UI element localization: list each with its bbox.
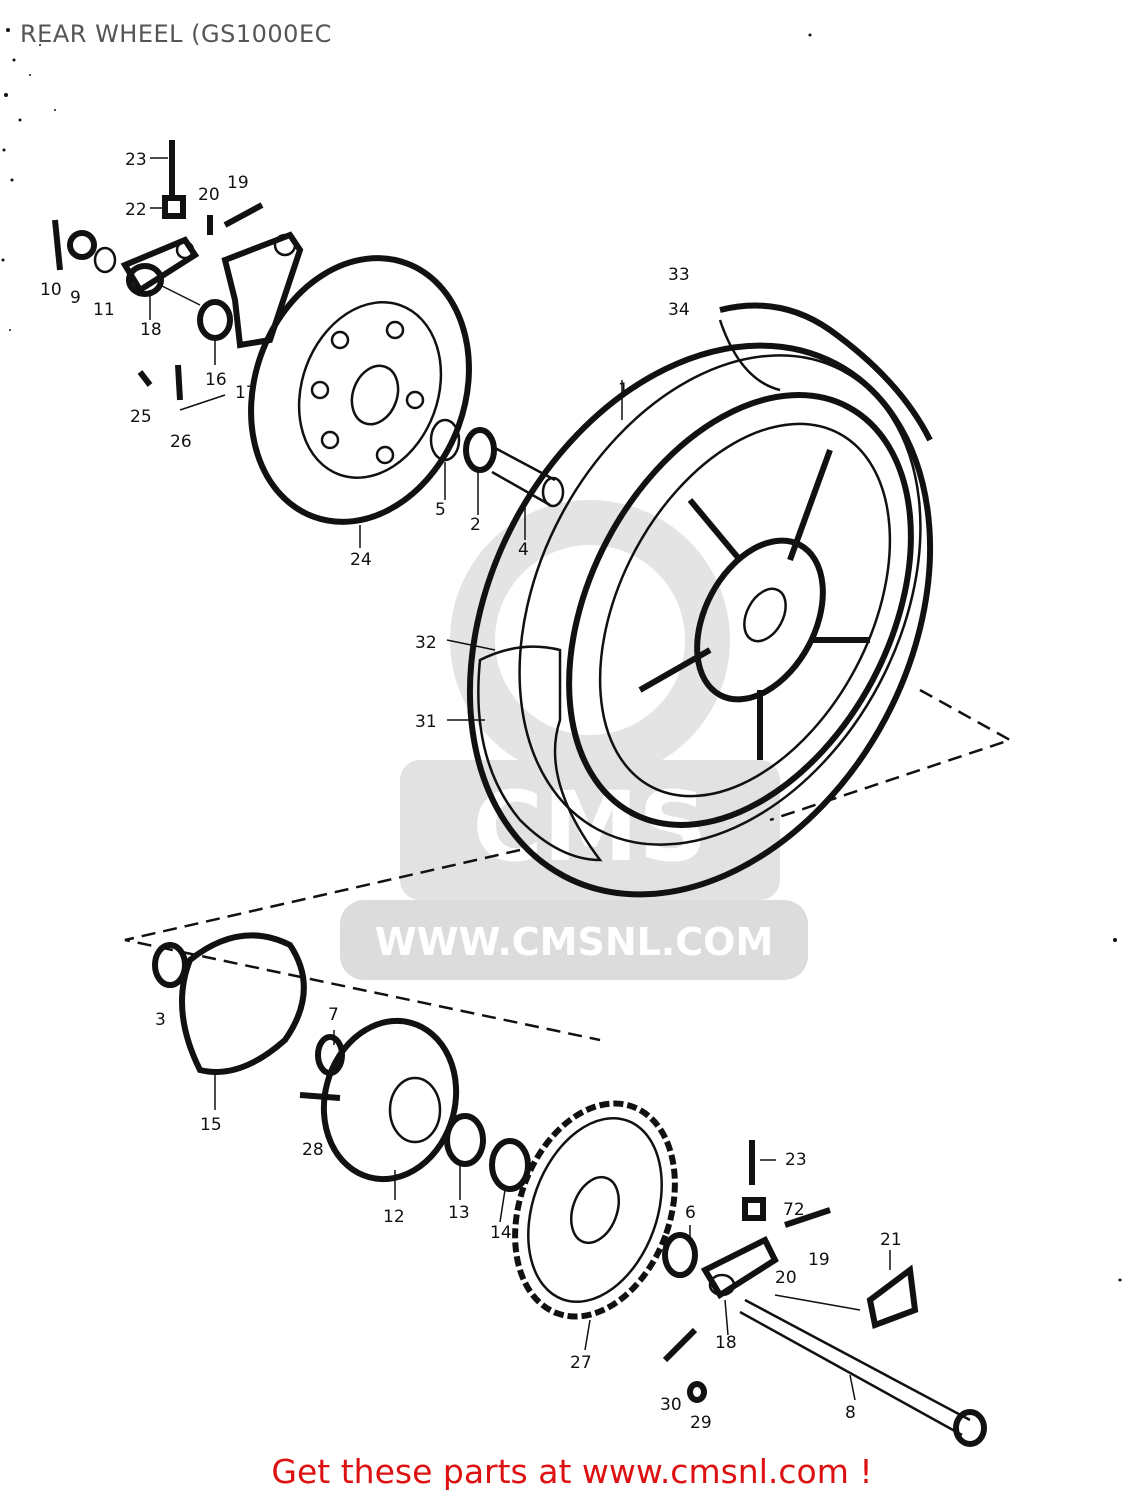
part-label: 14 — [490, 1223, 512, 1243]
part-label: 19 — [808, 1250, 830, 1270]
right-axle-drawing — [662, 1140, 987, 1447]
part-label: 6 — [685, 1203, 696, 1223]
part-label: 1 — [618, 380, 629, 400]
drive-parts-drawing — [152, 932, 531, 1192]
part-label: 11 — [93, 300, 115, 320]
part-label: 29 — [690, 1413, 712, 1433]
part-label: 20 — [775, 1268, 797, 1288]
part-label: 2 — [470, 515, 481, 535]
part-label: 32 — [415, 633, 437, 653]
watermark: CMS WWW.CMSNL.COM — [340, 500, 808, 980]
part-label: 31 — [415, 712, 437, 732]
footer-link-text: Get these parts at www.cmsnl.com ! — [271, 1452, 873, 1491]
part-label: 5 — [435, 500, 446, 520]
part-label: 18 — [140, 320, 162, 340]
part-label: 27 — [570, 1353, 592, 1373]
part-label: 10 — [40, 280, 62, 300]
part-label: 9 — [70, 288, 81, 308]
part-label: 24 — [350, 550, 372, 570]
part-label: 4 — [518, 540, 529, 560]
part-label: 28 — [302, 1140, 324, 1160]
part-label: 18 — [715, 1333, 737, 1353]
part-label: 72 — [783, 1200, 805, 1220]
part-label: 3 — [155, 1010, 166, 1030]
leader-lines — [149, 157, 891, 1401]
part-label: 23 — [785, 1150, 807, 1170]
part-labels: 23 22 20 19 10 9 11 18 16 17 25 26 24 5 … — [40, 150, 902, 1433]
rear-wheel-drawing — [124, 302, 1014, 1042]
part-label: 13 — [448, 1203, 470, 1223]
part-label: 22 — [125, 200, 147, 220]
part-label: 34 — [668, 300, 690, 320]
part-label: 33 — [668, 265, 690, 285]
part-label: 19 — [227, 173, 249, 193]
part-label: 21 — [880, 1230, 902, 1250]
part-label: 16 — [205, 370, 227, 390]
brake-disc-drawing — [248, 255, 472, 525]
part-label: 7 — [328, 1005, 339, 1025]
watermark-text: WWW.CMSNL.COM — [375, 920, 774, 964]
part-label: 8 — [845, 1403, 856, 1423]
caliper-bracket-drawing — [52, 140, 304, 401]
part-label: 30 — [660, 1395, 682, 1415]
part-label: 25 — [130, 407, 152, 427]
part-label: 17 — [235, 383, 257, 403]
part-label: 12 — [383, 1207, 405, 1227]
left-axle-parts — [429, 418, 565, 508]
part-label: 26 — [170, 432, 192, 452]
diagram-title: REAR WHEEL (GS1000EC — [20, 20, 332, 48]
scan-speckle — [1, 28, 1122, 1282]
part-label: 20 — [198, 185, 220, 205]
part-label: 23 — [125, 150, 147, 170]
part-label: 15 — [200, 1115, 222, 1135]
sprocket-drawing — [512, 1100, 678, 1320]
